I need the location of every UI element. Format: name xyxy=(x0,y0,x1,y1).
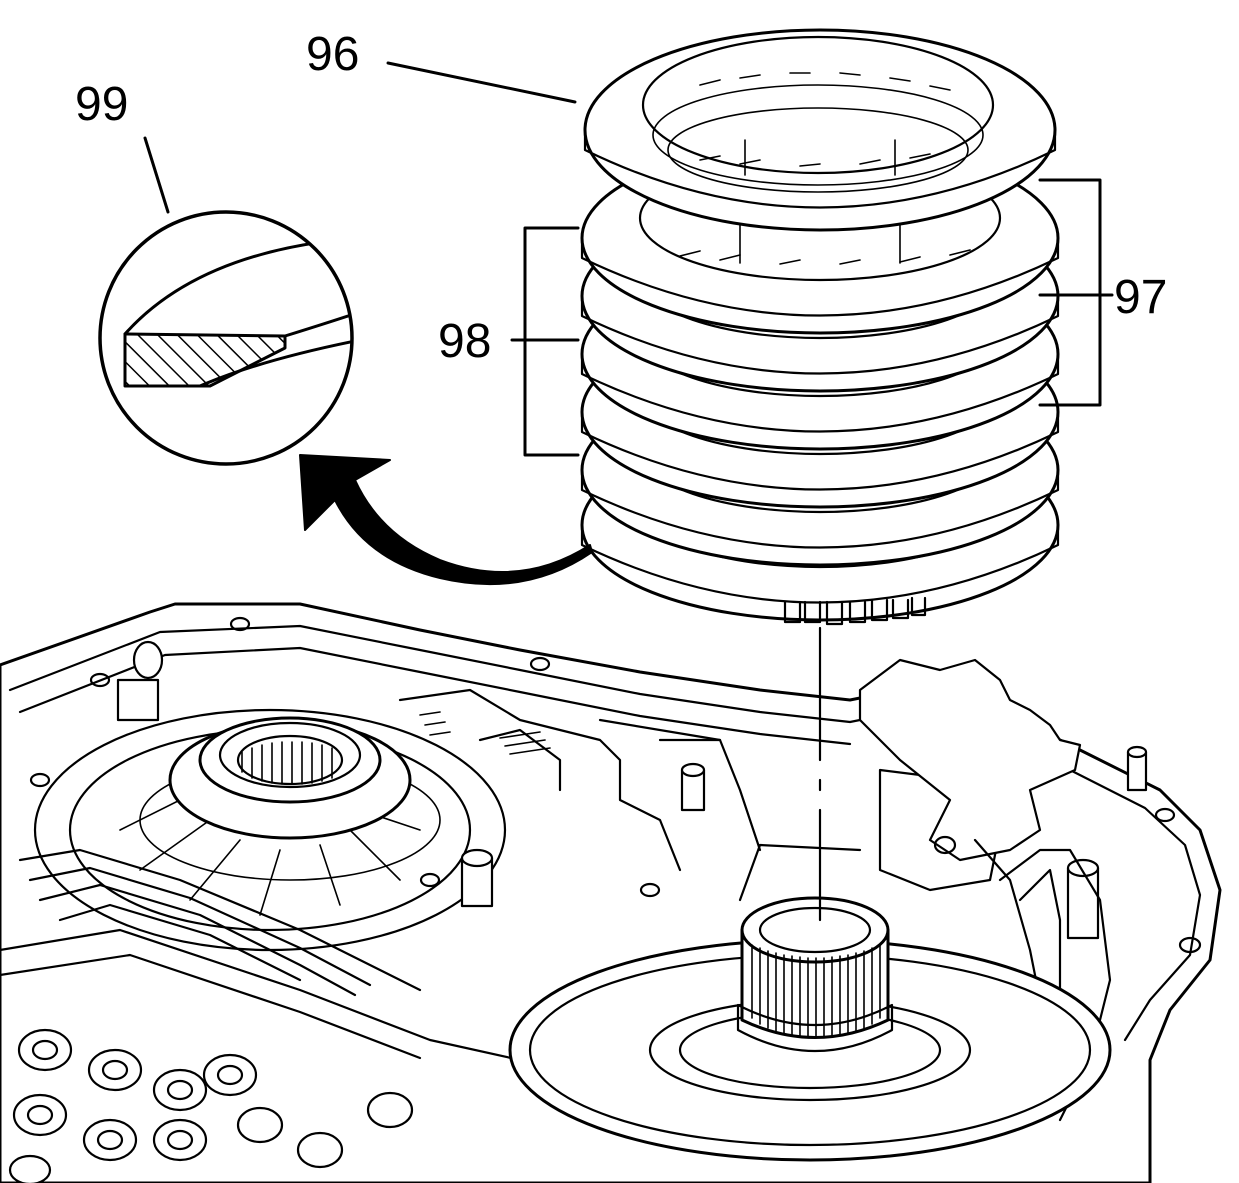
bracket-98 xyxy=(510,226,580,457)
leader-line-99 xyxy=(143,136,170,214)
callout-97: 97 xyxy=(1114,271,1167,324)
transmission-case xyxy=(0,602,1222,1183)
cross-section-magnifier xyxy=(98,210,354,466)
callout-99: 99 xyxy=(75,78,128,131)
hub-splines xyxy=(751,944,881,1038)
callout-96: 96 xyxy=(306,28,359,81)
bolt-bosses xyxy=(8,1028,414,1183)
detail-pointer-arrow xyxy=(299,454,593,586)
callout-98: 98 xyxy=(438,315,491,368)
bracket-97 xyxy=(1038,178,1114,407)
dowel-pins xyxy=(116,640,1148,940)
clutch-plate-stack xyxy=(580,28,1060,626)
clutch-plate-top xyxy=(583,28,1057,232)
leader-line-96 xyxy=(386,61,577,104)
